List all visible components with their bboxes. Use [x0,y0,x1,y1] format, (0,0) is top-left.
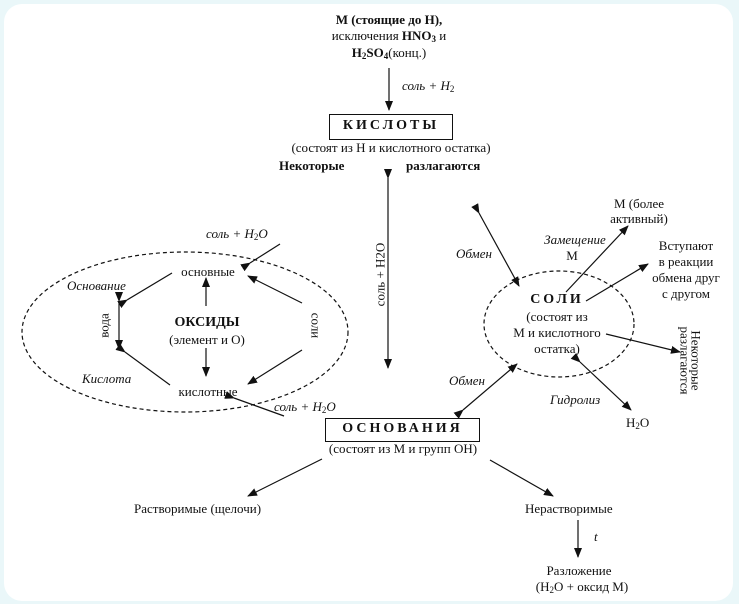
salts-hydrolysis: Гидролиз [550,392,601,407]
acids-box: КИСЛОТЫ [329,114,453,140]
oxides-base-label: Основание [67,278,126,293]
oxides-title: ОКСИДЫ [174,315,240,330]
arrow-decomp [605,333,681,354]
bases-soluble: Растворимые (щелочи) [134,501,262,516]
bases-decomp-2: (Н2О + оксид М) [535,579,629,595]
acids-desc: (состоят из Н и кислотного остатка) [291,140,491,155]
salts-replace-2: М [566,248,578,263]
salts-title: СОЛИ [530,292,584,307]
bases-box: ОСНОВАНИЯ [325,418,480,442]
oxides-water: вода [96,313,112,338]
salt-water-vertical: соль + H2O [372,242,388,307]
arrow-base-basic [117,272,173,309]
arrow-basic-saltwater [240,243,281,272]
arrow-exchange-bottom [453,363,518,419]
arrow-bases-insoluble [489,459,554,497]
arrow-hydrolysis [570,352,632,411]
salts-metal-1: М (более [613,196,665,211]
metal-line3: H2SO4(конц.) [351,45,427,61]
arrow-replace [565,225,629,293]
oxides-acid-label: Кислота [82,371,132,386]
arrow-exchange-top [471,203,520,287]
oxides-basic: основные [181,264,235,279]
salts-water: Н2О [626,415,650,431]
salts-react-2: в реакции [658,254,714,269]
salts-desc-2: М и кислотного [513,325,601,340]
bases-insoluble: Нерастворимые [525,501,613,516]
oxides-ellipse [21,251,349,413]
salts-exchange-top: Обмен [456,246,492,261]
salts-ellipse [483,270,635,378]
oxides-desc: (элемент и О) [169,332,245,347]
salts-metal-2: активный) [610,211,668,226]
salt-water-bottom: соль + Н2О [274,399,336,415]
acids-some: Некоторые [279,158,345,173]
arrow-acid-acidic [115,343,171,386]
oxides-salts: соли [308,312,324,339]
salts-replace-1: Замещение [544,232,606,247]
arrow-salts-basic [247,275,303,304]
salts-desc-3: остатка) [534,341,580,356]
arrow-acidic-saltwater [224,391,285,417]
metal-line1: М (стоящие до Н), [335,12,443,27]
salts-some-decomp-2: разлагаются [677,326,693,395]
bases-desc: (состоят из М и групп ОН) [328,441,478,456]
bases-t-label: t [594,529,598,544]
salts-react-1: Вступают [658,238,714,253]
salts-desc-1: (состоят из [526,309,588,324]
arrow-bases-soluble [247,458,323,497]
arrow-salts-acidic [247,349,303,385]
salts-react-4: с другом [662,286,710,301]
metal-line2: исключения HNO3 и [331,28,447,44]
bases-decomp-1: Разложение [546,563,612,578]
acids-decompose: разлагаются [406,158,481,173]
salt-water-left: соль + Н2О [206,226,268,242]
salt-h2-label: соль + Н2 [402,78,455,94]
salts-exchange-bottom: Обмен [449,373,485,388]
salts-react-3: обмена друг [652,270,720,285]
arrow-react [585,263,649,302]
oxides-acidic: кислотные [178,384,238,399]
